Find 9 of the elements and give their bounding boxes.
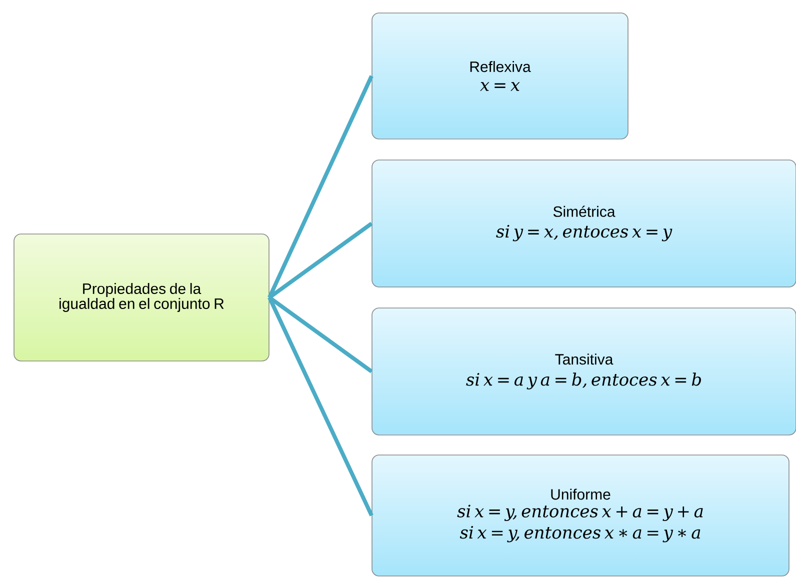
connector-line bbox=[268, 296, 374, 516]
topic-box: Propiedades de la igualdad en el conjunto R bbox=[14, 234, 270, 362]
property-box: Tansitiva si x = a y a = b, entoces x = b bbox=[372, 308, 796, 436]
property-box: Simétrica si y = x, entoces x = y bbox=[372, 160, 796, 288]
connector-line bbox=[268, 222, 373, 300]
property-box: Uniforme si x = y, entonces x + a = y + a si x = y, entonces x ∗ a = y ∗ a bbox=[372, 454, 790, 576]
connector-line bbox=[268, 296, 373, 374]
connector-line bbox=[268, 75, 374, 298]
property-box: Reflexiva x = x bbox=[372, 12, 628, 140]
